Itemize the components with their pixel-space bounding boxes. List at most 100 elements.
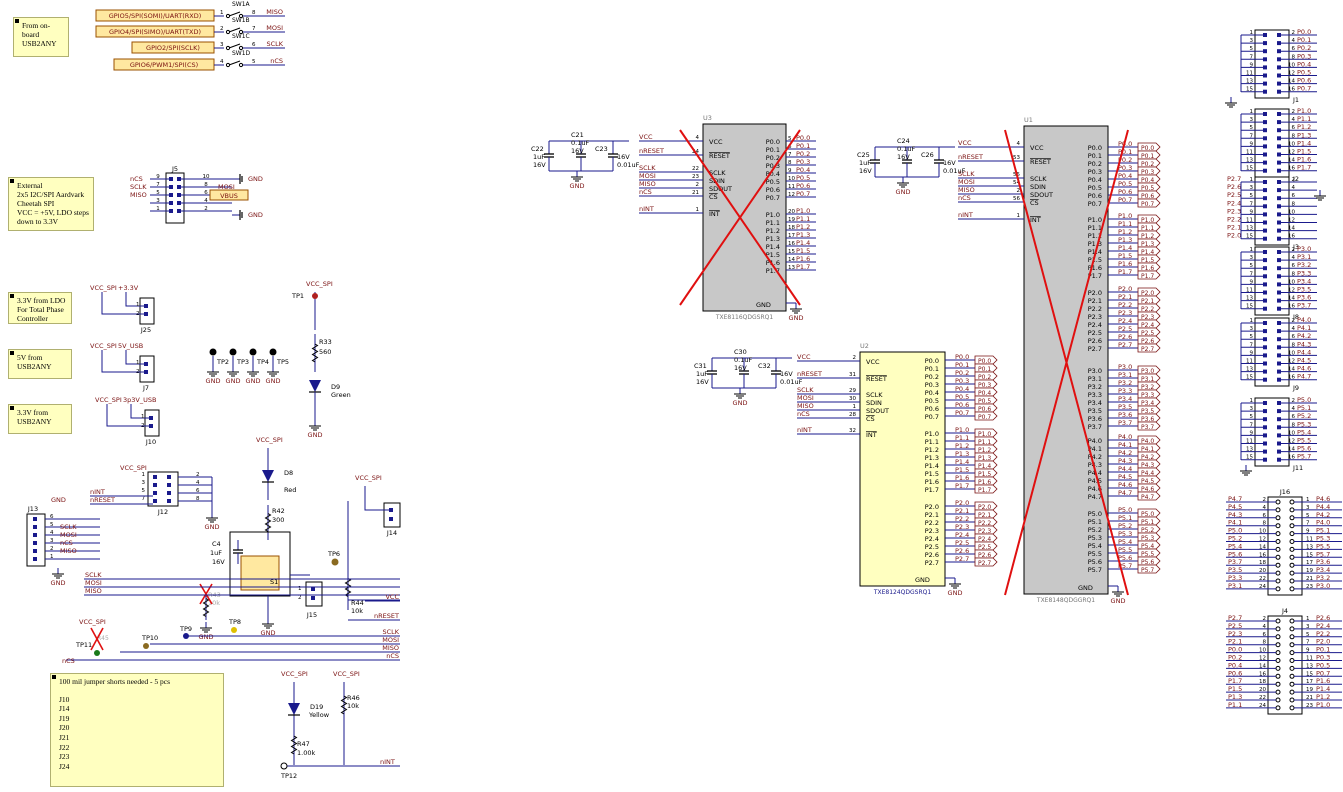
pin-name: P0.1: [766, 146, 780, 154]
pin-name: SDOUT: [1030, 191, 1053, 199]
pin-name: P1.4: [766, 243, 780, 251]
net-label: P2.7: [1227, 175, 1241, 183]
pin-number: 4: [1292, 255, 1296, 261]
net-label: P3.0: [1316, 582, 1330, 590]
pin-square: [1277, 425, 1281, 430]
net-label: nRESET: [958, 153, 983, 161]
net-label: P2.6: [978, 552, 991, 559]
net-label: P3.6: [1297, 294, 1311, 302]
pin-square: [1263, 361, 1267, 366]
led-icon: [309, 380, 321, 392]
pin-number: 12: [1288, 150, 1295, 156]
pin-number: 16: [788, 241, 795, 247]
pin-circle: [1275, 570, 1281, 576]
pin-square: [144, 370, 148, 374]
pin-number: 4: [220, 59, 224, 65]
net-label: P3.5: [1297, 286, 1311, 294]
component-value: 560: [319, 348, 331, 356]
pin-number: 8: [1292, 271, 1296, 277]
pin-number: 1: [1250, 247, 1254, 253]
net-label: P4.4: [1297, 348, 1311, 356]
pin-number: 30: [849, 396, 856, 402]
pin-square: [153, 499, 157, 503]
pin-number: 4: [196, 480, 200, 486]
pin-square: [169, 193, 173, 197]
resistor: [290, 735, 298, 755]
ic-ref: U3: [703, 114, 712, 122]
net-label: P2.6: [1316, 614, 1330, 622]
port-flag: [974, 541, 998, 551]
connector-ref: J15: [306, 611, 317, 619]
net-label: P4.4: [1141, 470, 1154, 477]
port-flag: [1137, 435, 1161, 445]
pin-name: CS: [1030, 199, 1039, 207]
pin-number: 13: [1246, 79, 1253, 85]
pin-circle: [1275, 539, 1281, 544]
net-label: P2.2: [1227, 216, 1241, 224]
pin-number: 8: [1292, 342, 1296, 348]
pin-number: 1: [696, 207, 700, 213]
net-label: MISO: [130, 191, 147, 199]
net-label: P2.7: [1141, 346, 1154, 353]
pin-name: P1.0: [925, 430, 939, 438]
net-label: P0.5: [978, 398, 991, 405]
pin-name: INT: [866, 431, 877, 439]
net-label: P5.0: [1118, 506, 1132, 514]
net-label: P0.2: [1228, 654, 1242, 662]
pin-name: P2.3: [1088, 313, 1102, 321]
net-label: P1.5: [1118, 252, 1132, 260]
pin-circle: [1275, 578, 1281, 584]
port-flag: [1137, 516, 1161, 526]
net-label: P2.7: [978, 560, 991, 567]
pin-name: P2.1: [1088, 297, 1102, 305]
pin-circle: [1289, 618, 1295, 624]
net-label: P5.4: [1141, 543, 1154, 550]
pin-name: P4.3: [1088, 461, 1102, 469]
net-label: P1.2: [796, 223, 810, 231]
gnd-label: GND: [733, 399, 748, 407]
pin-name: P0.2: [1088, 160, 1102, 168]
net-label: P5.1: [1297, 404, 1311, 412]
pin-square: [1277, 120, 1281, 125]
pin-name: P2.5: [1088, 329, 1102, 337]
pin-number: 20: [1259, 687, 1266, 693]
pin-number: 1: [1250, 30, 1254, 36]
pin-name: P3.1: [1088, 375, 1102, 383]
net-label: P5.6: [1118, 554, 1132, 562]
component-ref: D9: [331, 383, 340, 391]
pin-name: P3.3: [1088, 391, 1102, 399]
pin-name: P0.3: [1088, 168, 1102, 176]
port-flag: [1137, 327, 1161, 337]
pin-number: 9: [1250, 209, 1254, 215]
pin-circle: [1275, 507, 1281, 513]
pin-square: [1277, 274, 1281, 279]
pin-header: [1267, 496, 1303, 596]
pin-number: 1: [50, 554, 54, 560]
dnp-cross: [90, 627, 104, 651]
pin-number: 11: [1246, 150, 1253, 156]
net-label: P2.6: [955, 547, 969, 555]
pin-name: P0.6: [766, 186, 780, 194]
net-label: VCC_SPI: [90, 284, 117, 292]
pin-number: 6: [1263, 632, 1267, 638]
pin-name: P0.3: [925, 381, 939, 389]
pin-number: 12: [1288, 288, 1295, 294]
pin-number: 4: [696, 135, 700, 141]
gnd-label: GND: [261, 629, 276, 637]
component-value: Red: [284, 486, 296, 494]
pin-square: [1277, 81, 1281, 86]
net-label: P4.3: [1297, 340, 1311, 348]
pin-number: 8: [1292, 422, 1296, 428]
wire: [101, 350, 144, 373]
pin-circle: [1275, 523, 1281, 529]
net-label: SCLK: [382, 628, 399, 636]
pin-square: [1263, 306, 1267, 311]
net-label: VCC_SPI: [281, 670, 308, 678]
pin-number: 15: [1246, 455, 1253, 461]
pin-number: 16: [1259, 671, 1266, 677]
net-label: SCLK: [130, 183, 147, 191]
pin-number: 5: [156, 190, 160, 196]
pin-square: [1277, 180, 1281, 184]
ic-body: [702, 123, 787, 312]
pin-square: [1277, 329, 1281, 334]
